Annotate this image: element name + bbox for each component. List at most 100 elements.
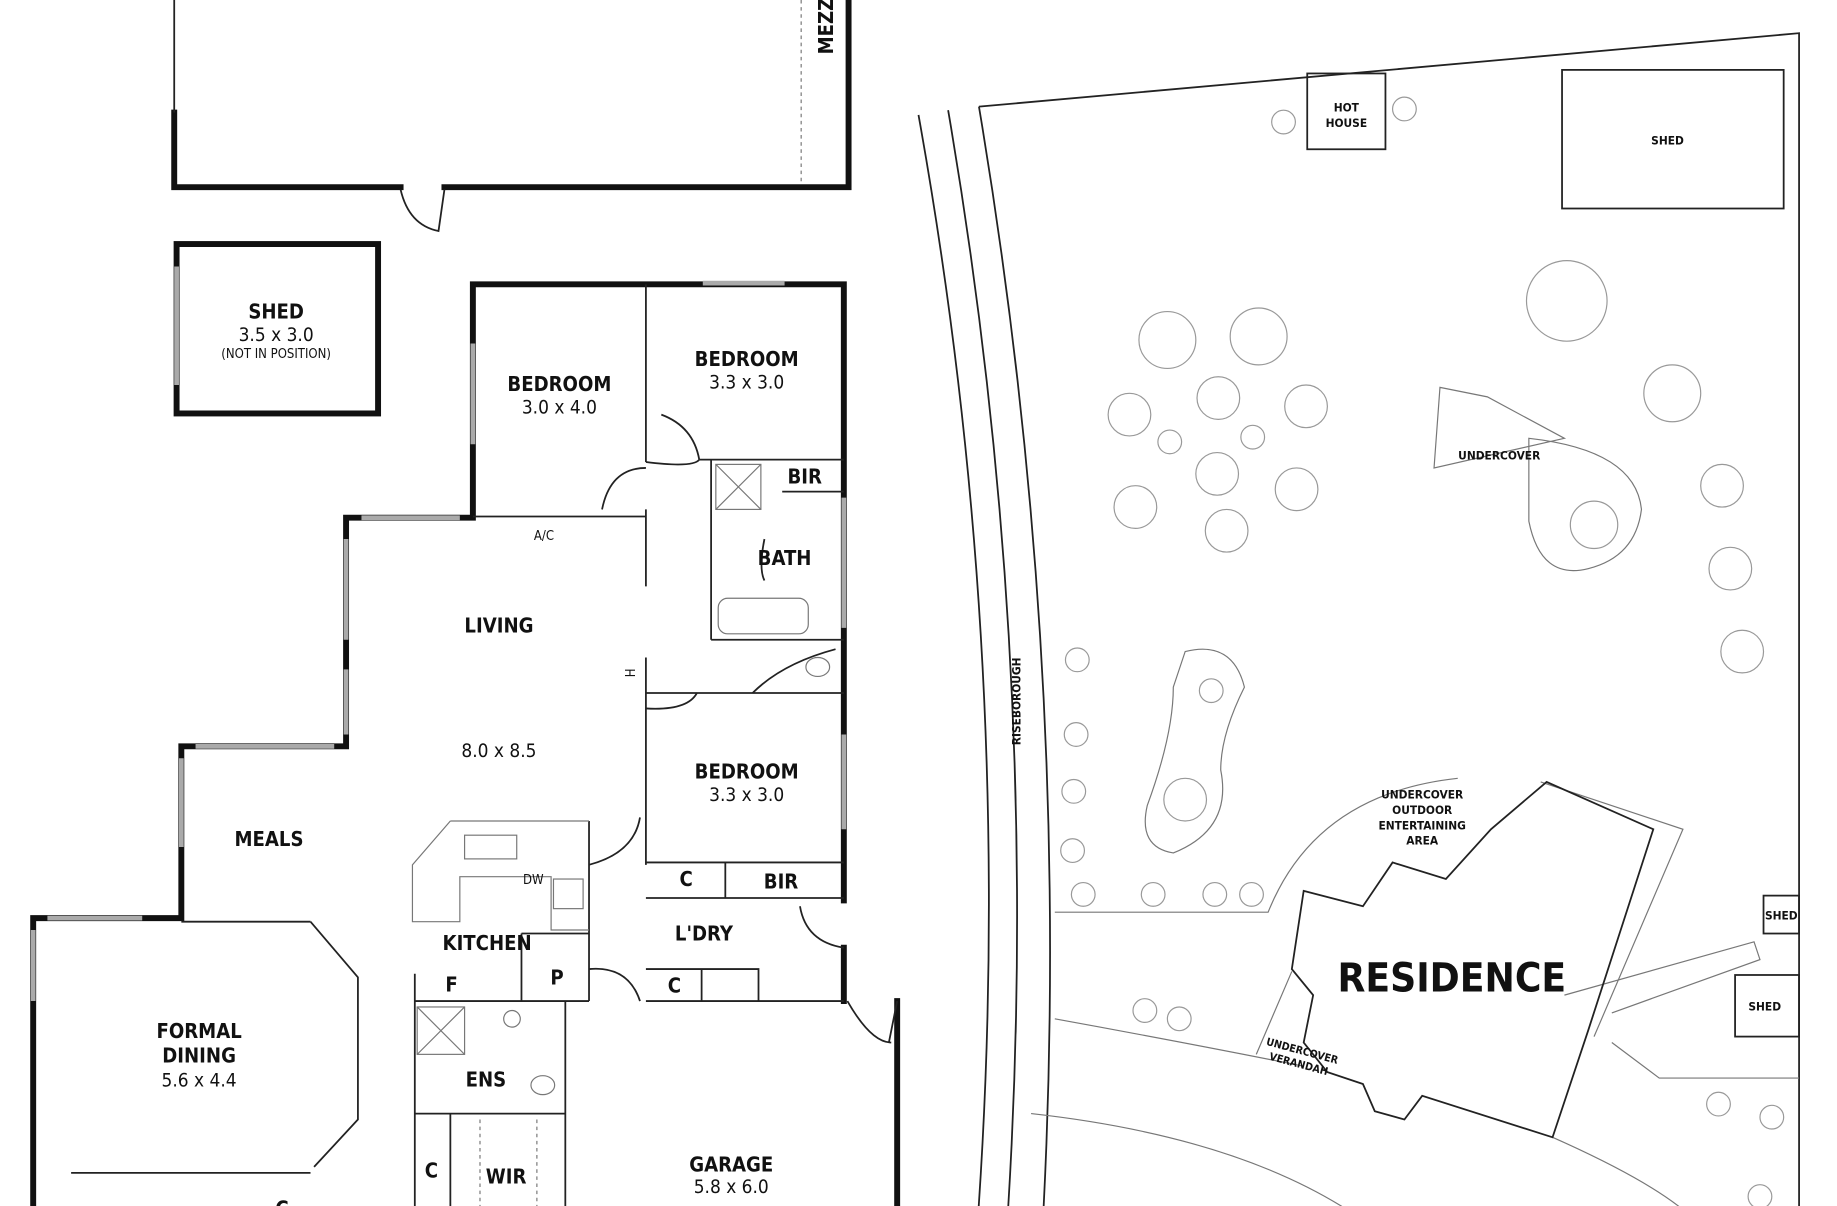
bir-1-label: BIR [787,464,822,488]
bedroom-2-size: 3.3 x 3.0 [709,372,784,394]
toilet-icon [805,656,831,678]
tree-icon [1708,546,1753,591]
interior-walls [71,284,844,1206]
laundry-label: L'DRY [675,922,734,946]
toilet-icon [530,1075,556,1096]
tree-icon [1274,467,1319,512]
tree-icon [1166,1006,1192,1032]
outdoor-area-label: AREA [1406,834,1439,848]
cupboard-label: C [668,974,681,998]
tree-icon [1198,678,1224,704]
bedroom-3-size: 3.3 x 3.0 [709,784,784,806]
road-edges [917,110,1018,1206]
shower-icon [715,463,762,511]
outdoor-area-label: ENTERTAINING [1378,818,1465,832]
kitchen-bench [411,820,590,931]
tree-icon [1284,384,1328,429]
tree-icon [1107,392,1152,437]
tree-icon [1720,629,1765,674]
ac-label: A/C [534,529,554,544]
formal-dining-label: DINING [162,1044,236,1068]
outbuilding-walls [171,0,852,191]
tree-icon [1706,1091,1731,1117]
hot-house-label: HOUSE [1326,116,1368,130]
lot-boundary [978,32,1800,1206]
tree-icon [1163,777,1208,822]
garage-size: 5.8 x 6.0 [694,1176,769,1198]
tree-icon [1064,647,1090,673]
tree-icon [1140,881,1166,907]
door-swings [588,413,899,1044]
formal-dining-label: FORMAL [156,1019,242,1043]
windows [30,280,847,1002]
meals-label: MEALS [235,827,304,851]
shed-note: (NOT IN POSITION) [221,347,331,362]
tree-icon [1759,1104,1785,1130]
bath-label: BATH [758,546,812,570]
bedroom-2-label: BEDROOM [695,347,799,371]
cupboard-label: C [680,867,693,891]
floor-plan: MEZZ SHED 3.5 x 3.0 (NOT IN POSITION) BE… [30,0,901,1206]
door-swing [399,189,446,233]
ensuite-label: ENS [466,1067,507,1091]
mezz-label: MEZZ [814,0,838,54]
bedroom-3-label: BEDROOM [695,759,799,783]
tree-icon [1747,1184,1773,1206]
tree-icon [1525,260,1608,342]
tree-icon [1157,429,1183,455]
bedroom-1-label: BEDROOM [507,372,611,396]
tree-icon [1060,838,1086,864]
house-outer-walls [30,281,901,1206]
shed-size: 3.5 x 3.0 [239,324,314,346]
tree-icon [1271,109,1296,135]
sink-icon [463,834,518,860]
site-plan: HOT HOUSE SHED UNDERCOVER UNDERCOVER OUT… [917,32,1800,1206]
shed-label: SHED [1765,908,1798,922]
kitchen-label: KITCHEN [443,931,532,955]
outdoor-area-label: OUTDOOR [1392,803,1452,817]
tree-icon [1202,881,1228,907]
shower-cross [715,463,762,510]
tree-icon [1138,310,1197,370]
tree-icon [1070,881,1096,907]
tree-icon [1643,364,1702,423]
tree-icon [1569,500,1619,550]
undercover-label: UNDERCOVER [1458,449,1540,463]
trees [1060,96,1785,1206]
small-shed-outline [1734,974,1800,1038]
wir-label: WIR [486,1164,527,1188]
shed-label: SHED [248,300,304,324]
garage-label: GARAGE [689,1153,773,1177]
street-label: RISEBOROUGH [1009,657,1023,745]
dishwasher-label: DW [523,873,544,888]
small-shed-outline [1762,894,1800,935]
tree-icon [1391,96,1417,122]
tree-icon [1132,998,1158,1023]
fridge-label: F [445,973,457,997]
tree-icon [1063,722,1089,747]
formal-dining-size: 5.6 x 4.4 [162,1069,237,1091]
undercover-outline [1433,386,1567,469]
bedroom-1-size: 3.0 x 4.0 [522,396,597,418]
hot-house-label: HOT [1334,100,1360,114]
bir-2-label: BIR [764,870,799,894]
tree-icon [1113,485,1158,529]
tree-icon [1195,451,1240,496]
cupboard-label: C [275,1196,288,1206]
residence-outline [1290,780,1655,1139]
pantry-label: P [550,965,563,989]
cooktop-icon [552,878,584,910]
shed-label: SHED [1651,134,1684,148]
wardrobe-rails [479,1119,538,1206]
garden-bed [1144,648,1246,854]
garden-bed [1528,437,1643,572]
tree-icon [1240,424,1266,450]
basin-icon [503,1009,521,1028]
residence-label: RESIDENCE [1337,956,1566,1002]
shed-outline [1561,69,1785,210]
living-size: 8.0 x 8.5 [461,740,536,762]
hot-house-outline [1306,72,1387,151]
ensuite-shower-icon [416,1006,466,1055]
shower-cross [416,1006,466,1055]
